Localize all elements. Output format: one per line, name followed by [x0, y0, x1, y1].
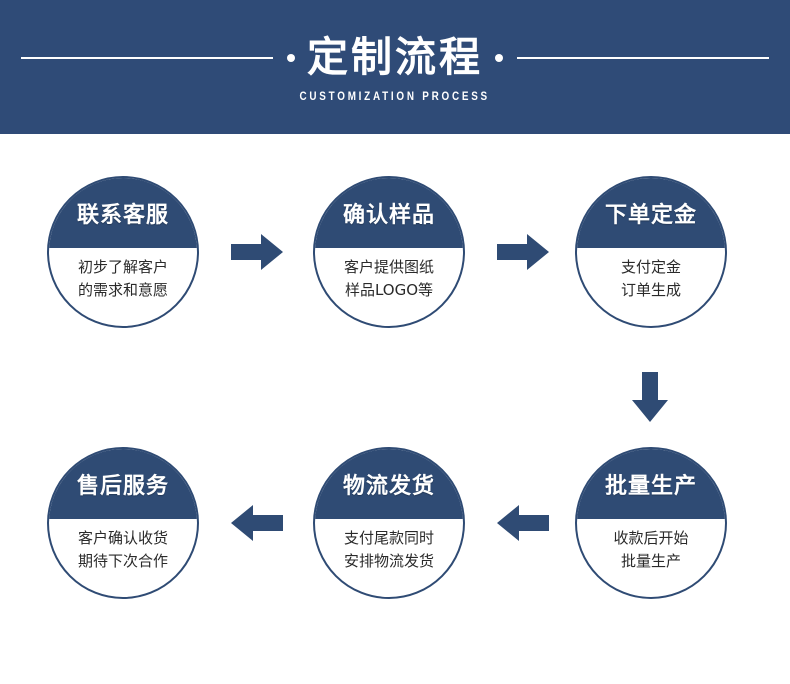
flow-node-desc-line1: 客户提供图纸 — [343, 258, 434, 276]
header-dot-right-icon — [495, 53, 503, 62]
flow-node-body: 收款后开始 批量生产 — [577, 519, 725, 597]
header-dot-left-icon — [287, 53, 295, 62]
flow-node-mass-production[interactable]: 批量生产 收款后开始 批量生产 — [575, 447, 727, 599]
flow-node-desc-line2: 安排物流发货 — [343, 552, 434, 570]
flow-node-desc-line2: 批量生产 — [620, 552, 681, 570]
flow-node-title: 物流发货 — [342, 474, 435, 499]
page-header-banner: 定制流程 CUSTOMIZATION PROCESS — [0, 0, 790, 134]
flow-node-desc-line1: 支付尾款同时 — [343, 529, 434, 547]
arrow-right-icon — [231, 234, 283, 270]
header-rule-right — [517, 56, 769, 59]
flow-node-header: 确认样品 — [315, 178, 463, 248]
flow-node-desc-line2: 的需求和意愿 — [77, 281, 168, 299]
flow-node-desc-line1: 支付定金 — [620, 258, 681, 276]
arrow-right-icon — [497, 234, 549, 270]
flow-node-desc-line1: 收款后开始 — [613, 529, 689, 547]
flow-node-desc-line1: 客户确认收货 — [77, 529, 168, 547]
flow-node-desc-line2: 期待下次合作 — [77, 552, 168, 570]
page-subtitle: CUSTOMIZATION PROCESS — [299, 91, 491, 103]
flow-node-after-sales-service[interactable]: 售后服务 客户确认收货 期待下次合作 — [47, 447, 199, 599]
flow-node-header: 联系客服 — [49, 178, 197, 248]
arrow-down-icon — [632, 372, 668, 422]
flow-node-body: 支付定金 订单生成 — [577, 248, 725, 326]
arrow-left-icon — [497, 505, 549, 541]
flow-node-title: 售后服务 — [76, 474, 169, 499]
flow-node-body: 初步了解客户 的需求和意愿 — [49, 248, 197, 326]
flow-node-body: 客户确认收货 期待下次合作 — [49, 519, 197, 597]
flow-node-header: 物流发货 — [315, 449, 463, 519]
flow-node-header: 批量生产 — [577, 449, 725, 519]
flow-node-place-order-deposit[interactable]: 下单定金 支付定金 订单生成 — [575, 176, 727, 328]
flow-node-body: 客户提供图纸 样品LOGO等 — [315, 248, 463, 326]
header-title-row: 定制流程 — [0, 37, 790, 78]
header-rule-left — [21, 56, 273, 59]
flow-node-desc-line1: 初步了解客户 — [77, 258, 168, 276]
flow-node-title: 下单定金 — [604, 203, 697, 228]
flow-node-confirm-sample[interactable]: 确认样品 客户提供图纸 样品LOGO等 — [313, 176, 465, 328]
flow-node-header: 售后服务 — [49, 449, 197, 519]
process-flow-diagram: 联系客服 初步了解客户 的需求和意愿 确认样品 客户提供图纸 样品LOGO等 下… — [0, 134, 790, 684]
flow-node-contact-service[interactable]: 联系客服 初步了解客户 的需求和意愿 — [47, 176, 199, 328]
flow-node-body: 支付尾款同时 安排物流发货 — [315, 519, 463, 597]
flow-node-title: 确认样品 — [342, 203, 435, 228]
arrow-left-icon — [231, 505, 283, 541]
flow-node-header: 下单定金 — [577, 178, 725, 248]
flow-node-desc-line2: 样品LOGO等 — [344, 281, 434, 299]
flow-node-logistics-shipping[interactable]: 物流发货 支付尾款同时 安排物流发货 — [313, 447, 465, 599]
page-title: 定制流程 — [307, 33, 483, 81]
flow-node-title: 批量生产 — [604, 474, 697, 499]
flow-node-desc-line2: 订单生成 — [620, 281, 681, 299]
flow-node-title: 联系客服 — [76, 203, 169, 228]
